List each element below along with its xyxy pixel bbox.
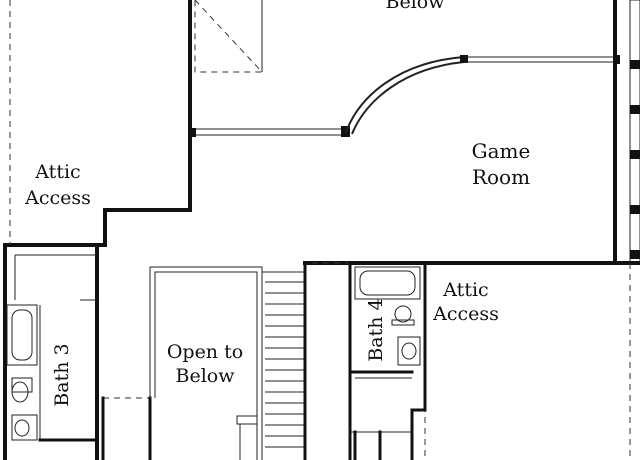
game-room-bottom-wall: [303, 261, 640, 460]
right-wall-windows: [613, 0, 640, 265]
label-attic-right-1: Attic: [442, 279, 488, 301]
game-room-railing: [190, 55, 620, 137]
open-to-below-upper: [194, 0, 264, 73]
hall-closet: [101, 396, 152, 460]
label-attic-left-1: Attic: [34, 161, 80, 183]
label-bath-4: Bath 4: [365, 298, 387, 361]
label-open-to-below-1: Open to: [167, 341, 243, 363]
label-game-room-2: Room: [472, 165, 530, 189]
label-open-to-below-2: Below: [176, 365, 236, 387]
staircase: [262, 261, 307, 460]
label-below-top: Below: [386, 0, 446, 13]
bath-4: [303, 261, 427, 460]
label-attic-right-2: Access: [432, 303, 499, 325]
label-attic-left-2: Access: [24, 187, 91, 209]
bath-3: [6, 254, 99, 442]
open-to-below-center: [149, 266, 263, 460]
exterior-walls: [3, 0, 192, 460]
label-bath-3: Bath 3: [51, 343, 73, 406]
label-game-room-1: Game: [472, 139, 531, 163]
